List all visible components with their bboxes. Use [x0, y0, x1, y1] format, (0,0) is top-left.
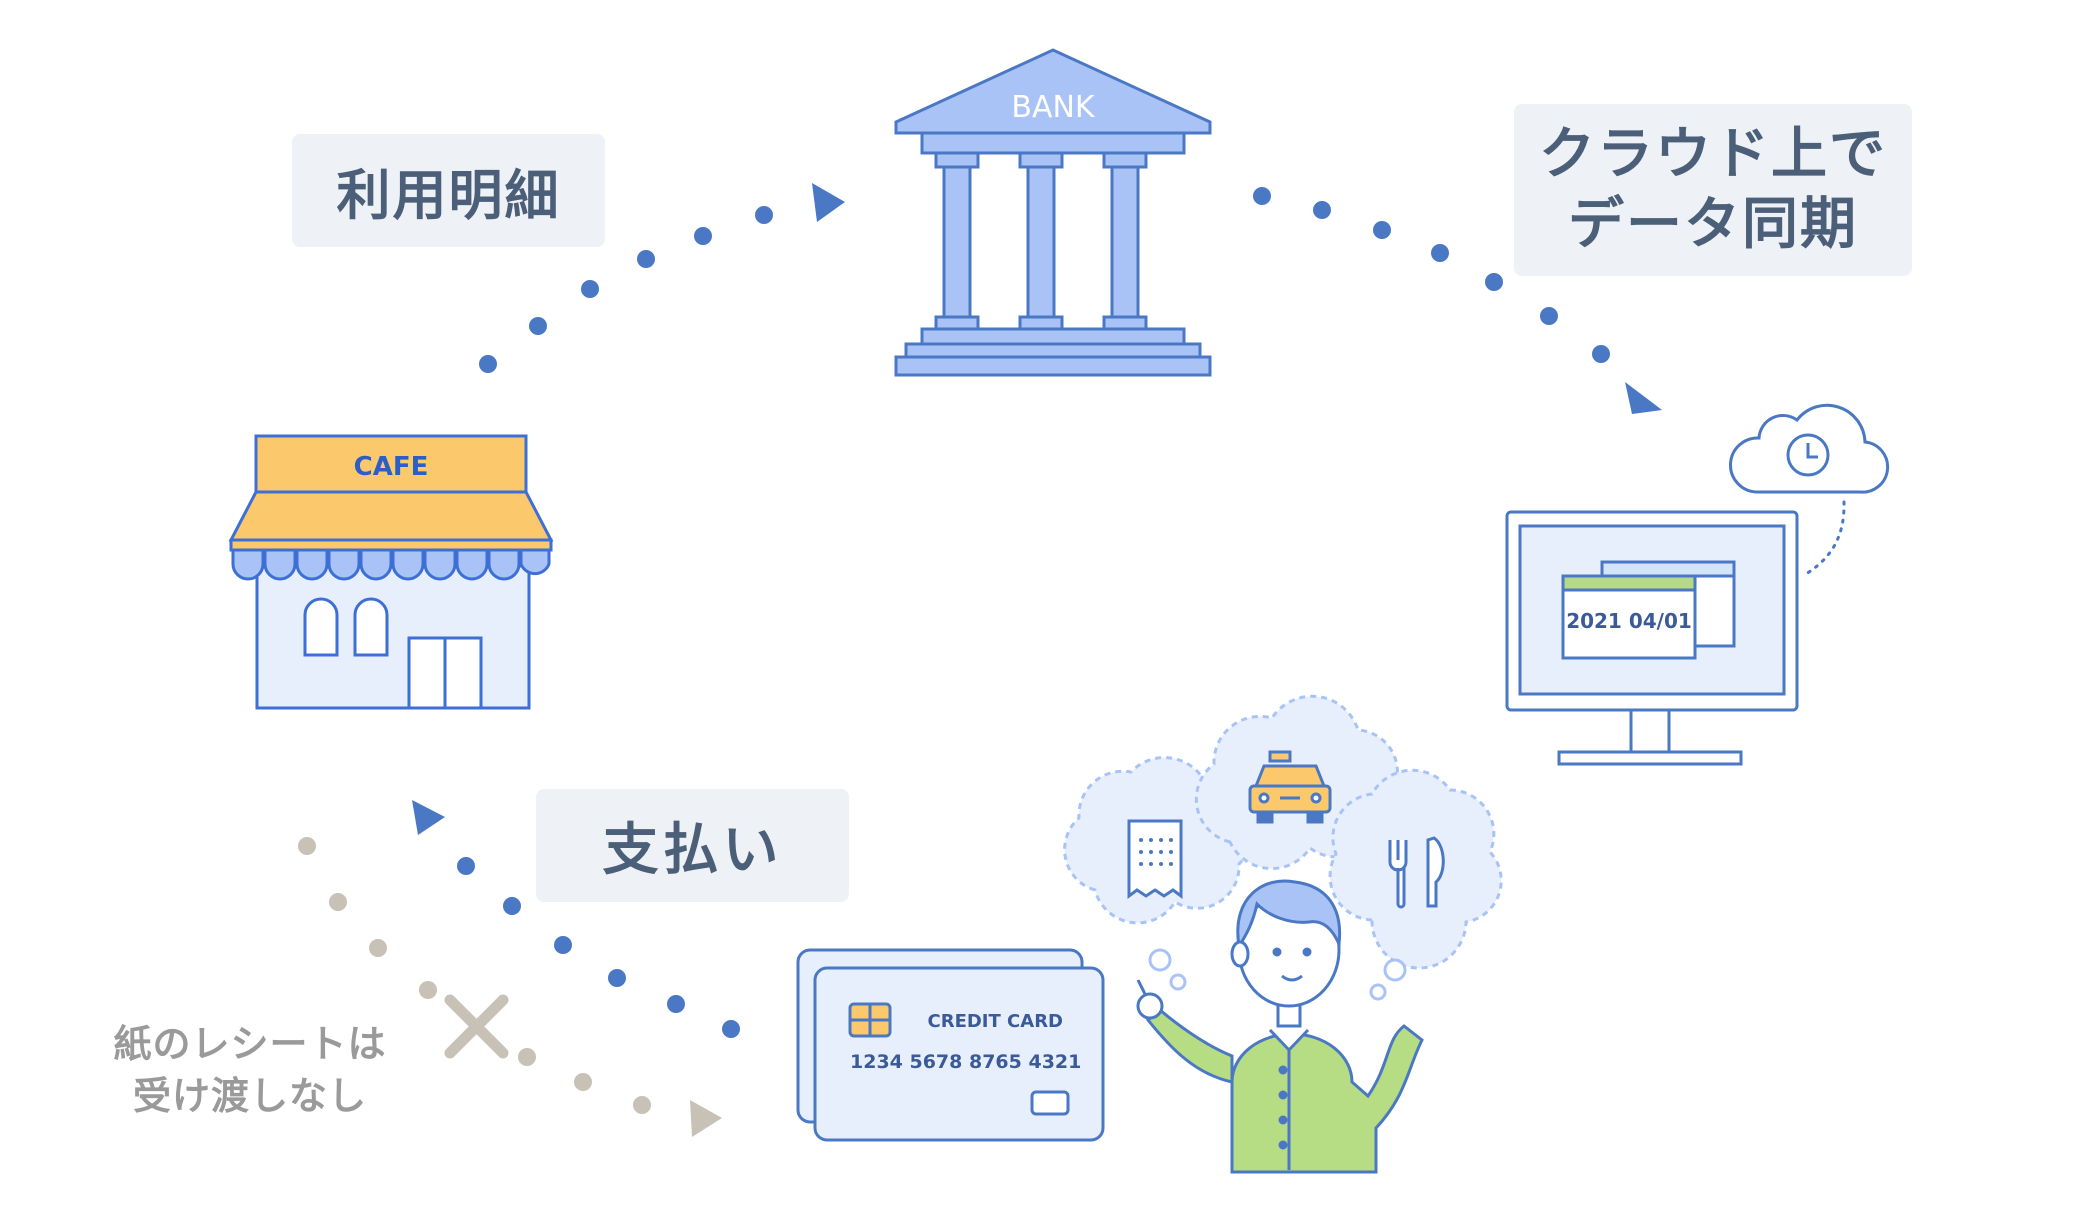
- fork-knife-icon: [1388, 836, 1445, 909]
- sync-dotted-line: [1804, 500, 1846, 576]
- thought-bubbles: [1148, 948, 1407, 1001]
- card-number: 1234 5678 8765 4321: [850, 1051, 1081, 1073]
- arrow-no-receipt: [298, 837, 722, 1137]
- cloud-sync-text-line1: クラウド上で: [1539, 122, 1887, 187]
- person-illustration: [1136, 879, 1424, 1174]
- arrow-cafe-to-bank: [479, 183, 845, 373]
- no-receipt-label: 紙のレシートは 受け渡しなし: [90, 1018, 410, 1122]
- bank-sign: BANK: [1011, 90, 1096, 125]
- arrow-payment-to-cafe: [412, 800, 740, 1038]
- arrow-head-icon: [1625, 382, 1662, 414]
- arrow-bank-to-cloud: [1253, 187, 1662, 414]
- payment-label: 支払い: [536, 789, 849, 902]
- thought-cloud-food: [1328, 768, 1503, 970]
- taxi-icon: [1248, 750, 1332, 824]
- receipt-icon: [1127, 819, 1183, 899]
- cross-icon: [444, 994, 509, 1059]
- card-title: CREDIT CARD: [928, 1011, 1064, 1032]
- cloud-sync-label: クラウド上で データ同期: [1514, 104, 1912, 276]
- cloud-clock-icon: [1729, 403, 1890, 494]
- arrow-head-icon: [812, 183, 845, 222]
- cafe-sign: CAFE: [354, 452, 429, 482]
- arrow-head-icon: [412, 800, 445, 835]
- bank-icon: BANK: [894, 48, 1212, 377]
- monitor-icon: 2021 04/01: [1505, 510, 1799, 766]
- no-receipt-text-line1: 紙のレシートは: [113, 1022, 387, 1066]
- payment-text: 支払い: [602, 818, 783, 883]
- credit-card-icon: CREDIT CARD 1234 5678 8765 4321: [796, 948, 1105, 1142]
- cloud-sync-text-line2: データ同期: [1568, 192, 1858, 257]
- statement-text: 利用明細: [336, 164, 561, 227]
- statement-label: 利用明細: [292, 134, 605, 247]
- arrow-head-icon: [690, 1100, 722, 1137]
- cafe-store-icon: CAFE: [228, 434, 554, 710]
- monitor-date: 2021 04/01: [1566, 609, 1692, 633]
- no-receipt-text-line2: 受け渡しなし: [132, 1074, 367, 1118]
